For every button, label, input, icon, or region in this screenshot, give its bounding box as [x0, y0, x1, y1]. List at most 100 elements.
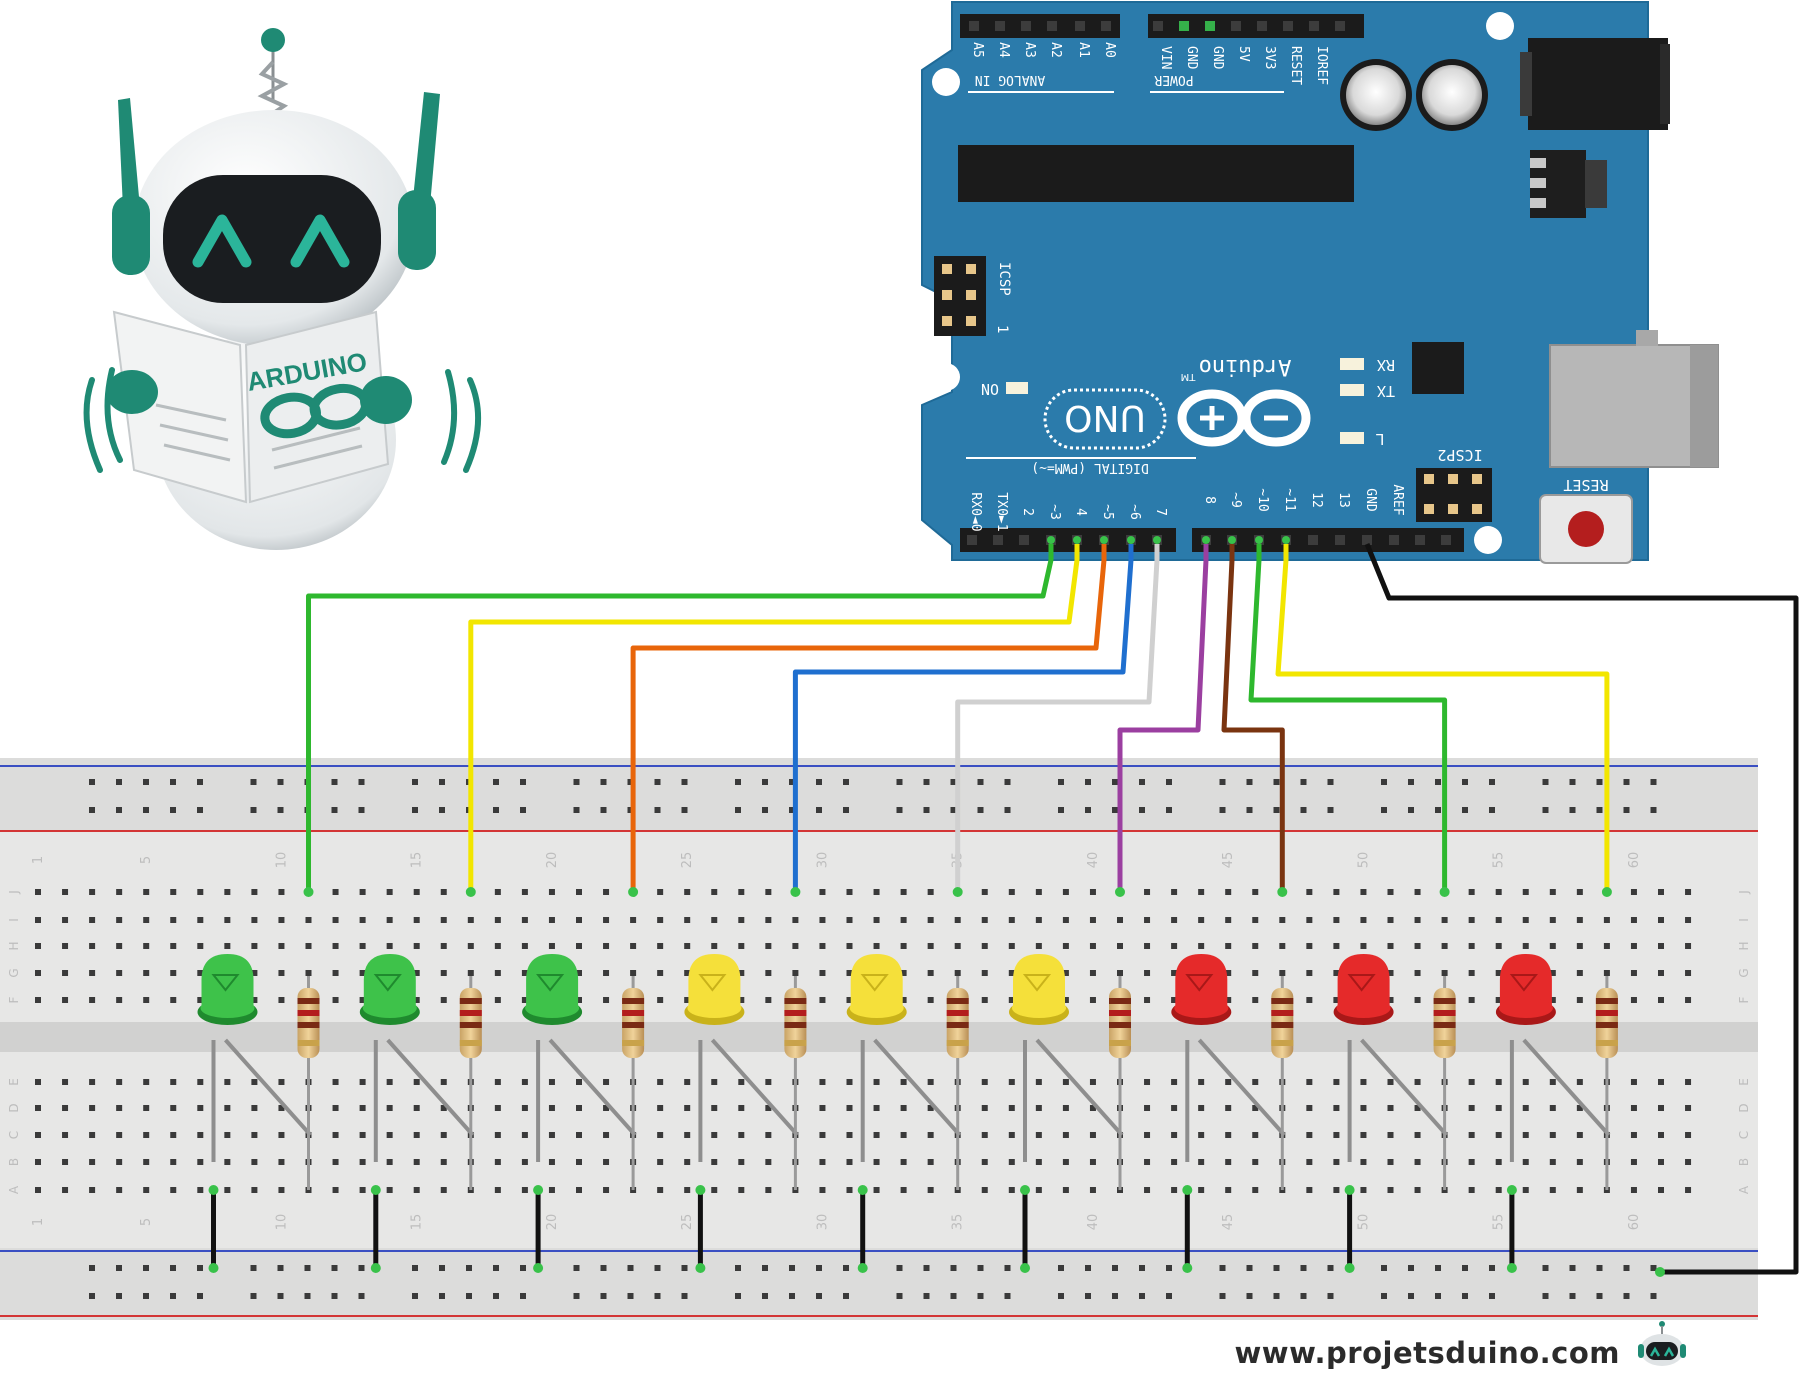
led-green-2	[359, 954, 475, 1162]
digital-pin-hole[interactable]	[1335, 535, 1345, 545]
analog-pin-hole[interactable]	[969, 21, 979, 31]
power-pin-label: 3V3	[1262, 46, 1277, 69]
row-letter-label: J	[7, 890, 21, 895]
digital-pin-label: ~3	[1047, 504, 1062, 520]
icsp-label: ICSP	[996, 262, 1012, 296]
row-letter-label: C	[1737, 1131, 1751, 1139]
row-letter-label: E	[7, 1078, 21, 1086]
digital-pin-hole[interactable]	[1362, 535, 1372, 545]
wire-pin-6[interactable]	[792, 544, 1134, 892]
wire-pin-4[interactable]	[468, 544, 1080, 892]
digital-pin-label: 2	[1020, 508, 1035, 516]
resistor-5	[946, 976, 969, 1190]
digital-pin-label: ~10	[1255, 488, 1270, 511]
digital-pin-label: ~6	[1127, 504, 1142, 520]
led-red-7	[1171, 954, 1286, 1162]
power-pin-hole[interactable]	[1257, 21, 1267, 31]
digital-pin-hole[interactable]	[1441, 535, 1451, 545]
analog-pin-hole[interactable]	[1047, 21, 1057, 31]
reset-label: RESET	[1563, 476, 1608, 494]
analog-pin-label: A3	[1022, 42, 1037, 58]
row-letter-label: A	[7, 1185, 21, 1194]
digital-pin-hole[interactable]	[967, 535, 977, 545]
power-pin-hole[interactable]	[1309, 21, 1319, 31]
digital-pin-label: 4	[1073, 508, 1088, 516]
column-number-label: 1	[31, 1218, 46, 1226]
rx-led-label: RX	[1377, 356, 1395, 374]
trademark-text: TM	[1181, 371, 1197, 382]
resistor-6	[1109, 976, 1131, 1190]
led-yellow-6	[1009, 954, 1124, 1162]
row-letter-label: G	[1737, 968, 1751, 977]
digital-pin-label: 7	[1153, 508, 1168, 516]
resistor-3	[622, 976, 645, 1190]
digital-pin-hole[interactable]	[1019, 535, 1029, 545]
analog-pin-hole[interactable]	[1021, 21, 1031, 31]
digital-pin-hole[interactable]	[993, 535, 1003, 545]
digital-pin-hole[interactable]	[1415, 535, 1425, 545]
column-number-label: 30	[815, 852, 830, 869]
column-number-label: 40	[1086, 852, 1101, 869]
power-pin-hole[interactable]	[1283, 21, 1293, 31]
resistor-9	[1595, 976, 1618, 1190]
digital-pin-label: GND	[1363, 488, 1378, 512]
row-letter-label: D	[7, 1103, 21, 1112]
led-red-8	[1333, 954, 1449, 1162]
power-pin-hole[interactable]	[1205, 21, 1215, 31]
analog-pin-hole[interactable]	[1101, 21, 1111, 31]
digital-pin-label: 12	[1309, 492, 1324, 508]
wire-pin-5[interactable]	[630, 544, 1107, 892]
analog-pin-hole[interactable]	[995, 21, 1005, 31]
digital-pin-label: ~9	[1228, 492, 1243, 508]
column-number-label: 15	[410, 852, 425, 869]
column-number-label: 40	[1086, 1214, 1101, 1231]
column-number-label: 1	[31, 856, 46, 864]
analog-pin-hole[interactable]	[1075, 21, 1085, 31]
wire-pin-11[interactable]	[1275, 544, 1610, 892]
website-url[interactable]: www.projetsduino.com	[1234, 1336, 1620, 1370]
power-pin-label: GND	[1184, 46, 1199, 70]
row-letter-label: A	[1737, 1185, 1751, 1194]
power-pin-hole[interactable]	[1153, 21, 1163, 31]
board-logo-text: Arduino	[1199, 354, 1292, 379]
board-model-text: UNO	[1064, 397, 1146, 438]
column-number-label: 45	[1221, 1214, 1236, 1231]
analog-pin-label: A5	[970, 42, 985, 58]
row-letter-label: B	[7, 1158, 21, 1166]
digital-pin-label: ~11	[1282, 488, 1297, 511]
wire-pin-8[interactable]	[1117, 544, 1209, 892]
wire-gnd[interactable]	[1364, 543, 1799, 1275]
column-number-label: 20	[545, 852, 560, 869]
column-number-label: 35	[951, 1214, 966, 1231]
column-number-label: 30	[815, 1214, 830, 1231]
row-letter-label: F	[1737, 996, 1751, 1003]
row-letter-label: B	[1737, 1158, 1751, 1166]
tx-led-label: TX	[1377, 382, 1395, 400]
l-led-label: L	[1375, 430, 1384, 448]
analog-pin-label: A2	[1048, 42, 1063, 58]
digital-pin-label: ~5	[1100, 504, 1115, 520]
column-number-label: 5	[139, 856, 154, 864]
power-pin-hole[interactable]	[1231, 21, 1241, 31]
row-letter-label: D	[1737, 1103, 1751, 1112]
led-green-3	[522, 954, 637, 1162]
power-pin-hole[interactable]	[1179, 21, 1189, 31]
led-yellow-4	[684, 954, 799, 1162]
digital-pin-label: 8	[1202, 496, 1217, 504]
power-pin-label: RESET	[1288, 46, 1303, 85]
robot-small-logo-icon	[1638, 1321, 1686, 1366]
wire-pin-3[interactable]	[306, 544, 1054, 892]
wire-pin-10[interactable]	[1248, 544, 1448, 892]
digital-pin-hole[interactable]	[1389, 535, 1399, 545]
power-pin-hole[interactable]	[1335, 21, 1345, 31]
power-pin-label: 5V	[1236, 46, 1251, 62]
column-number-label: 60	[1627, 852, 1642, 869]
led-green-1	[197, 954, 312, 1162]
digital-pin-hole[interactable]	[1308, 535, 1318, 545]
wire-pin-7[interactable]	[955, 544, 1160, 892]
analog-in-label: ANALOG IN	[975, 72, 1045, 87]
wire-pin-9[interactable]	[1221, 544, 1285, 892]
power-pin-label: VIN	[1158, 46, 1173, 69]
